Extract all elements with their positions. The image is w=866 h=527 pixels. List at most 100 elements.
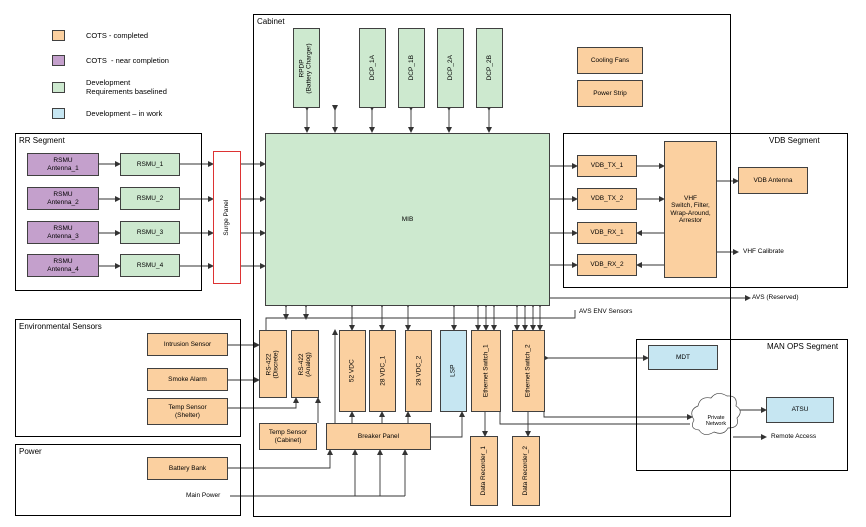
legend-swatch-cots-completed [52,30,65,41]
28-vdc-1-block: 28 VDC_1 [369,330,396,412]
rsmu-antenna-1-label: RSMU Antenna_1 [47,157,79,172]
temp-sensor-cabinet-label: Temp Sensor (Cabinet) [268,429,308,444]
rs422-discrete-block: RS-422 (Discrete) [259,330,287,398]
smoke-alarm-block: Smoke Alarm [147,368,228,391]
intrusion-sensor-label: Intrusion Sensor [163,340,212,348]
dcp-1a-block: DCP_1A [359,28,386,108]
atsu-label: ATSU [791,406,809,414]
avs-env-sensors-label: AVS ENV Sensors [579,308,633,315]
ethernet-switch-1-block: Ethernet Switch_1 [471,330,501,412]
vdb-rx-1-block: VDB_RX_1 [577,222,637,244]
dcp-1a-label: DCP_1A [368,55,376,81]
rr-segment-title: RR Segment [19,136,65,145]
rsmu-antenna-2-label: RSMU Antenna_2 [47,191,79,206]
legend-label-development-baselined: Development Requirements baselined [86,78,167,96]
smoke-alarm-label: Smoke Alarm [168,375,207,383]
legend-swatch-development-in-work [52,108,65,119]
vdb-segment-title: VDB Segment [769,136,820,145]
lsp-block: LSP [440,330,467,412]
surge-panel-label: Surge Panel [223,199,231,236]
vdb-rx-2-block: VDB_RX_2 [577,254,637,276]
rsmu-4-label: RSMU_4 [136,261,164,269]
power-strip-block: Power Strip [577,80,643,107]
lsp-label: LSP [449,364,457,378]
rsmu-antenna-4-label: RSMU Antenna_4 [47,258,79,273]
cooling-fans-label: Cooling Fans [590,56,630,64]
vdb-rx-1-label: VDB_RX_1 [590,229,624,237]
legend-label-cots-near-completion: COTS - near completion [86,56,169,65]
rsmu-3-block: RSMU_3 [120,221,180,244]
vhf-switch-block: VHF Switch, Filter, Wrap-Around, Arresto… [664,141,717,278]
data-recorder-2-block: Data Recorder_2 [512,436,540,506]
atsu-block: ATSU [766,397,834,423]
power-title: Power [19,447,42,456]
ethernet-switch-1-label: Ethernet Switch_1 [482,344,490,398]
rsmu-antenna-4-block: RSMU Antenna_4 [27,254,99,277]
52-vdc-block: 52 VDC [339,330,366,412]
vdb-tx-1-label: VDB_TX_1 [590,162,624,170]
man-ops-segment-frame [636,339,848,471]
battery-bank-label: Battery Bank [168,464,207,472]
mib-label: MIB [401,215,414,223]
52-vdc-label: 52 VDC [348,359,356,383]
data-recorder-2-label: Data Recorder_2 [522,446,530,496]
env-sensors-title: Environmental Sensors [19,322,102,331]
vdb-tx-2-block: VDB_TX_2 [577,188,637,210]
temp-sensor-shelter-block: Temp Sensor (Shelter) [147,398,228,425]
rs422-discrete-label: RS-422 (Discrete) [265,349,281,379]
dcp-2a-block: DCP_2A [437,28,464,108]
rs422-analog-label: RS-422 (Analog) [297,351,312,377]
breaker-panel-label: Breaker Panel [357,432,400,440]
data-recorder-1-block: Data Recorder_1 [470,436,498,506]
rpdp-battery-charger-block: RPDP (Battery Charger) [293,28,320,108]
rsmu-3-label: RSMU_3 [136,228,164,236]
rsmu-antenna-3-block: RSMU Antenna_3 [27,221,99,244]
vdb-segment-frame [563,133,848,288]
rr-segment-frame [15,133,202,291]
mdt-block: MDT [648,345,718,370]
28-vdc-2-block: 28 VDC_2 [405,330,432,412]
intrusion-sensor-block: Intrusion Sensor [147,333,228,356]
vdb-rx-2-label: VDB_RX_2 [590,261,624,269]
rsmu-2-block: RSMU_2 [120,187,180,210]
rpdp-label: RPDP (Battery Charger) [299,42,314,94]
vhf-calibrate-label: VHF Calibrate [743,248,784,255]
legend-swatch-development-baselined [52,82,65,93]
vdb-tx-2-label: VDB_TX_2 [590,195,624,203]
rs422-analog-block: RS-422 (Analog) [291,330,319,398]
ethernet-switch-2-label: Ethernet Switch_2 [524,344,532,398]
cabinet-frame [253,14,731,517]
rsmu-antenna-3-label: RSMU Antenna_3 [47,225,79,240]
private-network-cloud [691,393,741,435]
breaker-panel-block: Breaker Panel [326,423,431,450]
dcp-2a-label: DCP_2A [446,55,454,81]
main-power-label: Main Power [186,492,221,499]
vdb-antenna-label: VDB Antenna [753,176,793,184]
vhf-switch-label: VHF Switch, Filter, Wrap-Around, Arresto… [670,194,711,224]
dcp-1b-label: DCP_1B [407,55,415,81]
data-recorder-1-label: Data Recorder_1 [480,446,488,496]
legend-label-cots-completed: COTS - completed [86,31,149,40]
vdb-tx-1-block: VDB_TX_1 [577,155,637,177]
vdb-antenna-block: VDB Antenna [738,167,808,194]
mib-block: MIB [265,133,550,306]
dcp-2b-label: DCP_2B [485,55,493,81]
surge-panel-block: Surge Panel [213,151,241,284]
rsmu-antenna-1-block: RSMU Antenna_1 [27,153,99,176]
cabinet-title: Cabinet [257,17,285,26]
man-ops-segment-title: MAN OPS Segment [767,342,839,351]
avs-reserved-label: AVS (Reserved) [752,294,799,301]
rsmu-antenna-2-block: RSMU Antenna_2 [27,187,99,210]
power-strip-label: Power Strip [593,89,627,97]
28-vdc-1-label: 28 VDC_1 [378,356,386,386]
env-sensors-frame [15,319,241,437]
battery-bank-block: Battery Bank [147,457,228,480]
remote-access-label: Remote Access [771,433,817,440]
power-frame [15,444,241,516]
legend-swatch-cots-near-completion [52,55,65,66]
ethernet-switch-2-block: Ethernet Switch_2 [512,330,545,412]
cooling-fans-block: Cooling Fans [577,47,643,74]
rsmu-1-block: RSMU_1 [120,153,180,176]
dcp-2b-block: DCP_2B [476,28,503,108]
